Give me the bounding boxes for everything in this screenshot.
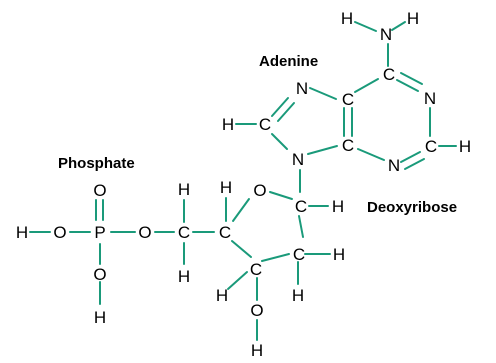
atom-h: H: [332, 197, 344, 216]
atom-h: H: [216, 286, 228, 305]
atom-h: H: [222, 115, 234, 134]
atom-c: C: [425, 137, 437, 156]
atom-n: N: [292, 150, 304, 169]
atom-n: N: [296, 79, 308, 98]
bond-c8-n9: [271, 133, 288, 150]
bond-c3p-c2p: [261, 253, 290, 262]
atom-c: C: [219, 223, 231, 242]
bond-c6-n1: [396, 79, 419, 92]
atom-o: O: [250, 301, 263, 320]
atom-labels: H N H C N N C H C C H N C N O H H O H O …: [16, 9, 471, 360]
atom-c: C: [342, 90, 354, 109]
bond-n9-c4: [307, 145, 338, 155]
bond-o-c1p: [269, 191, 293, 200]
group-labels: Adenine Phosphate Deoxyribose: [58, 53, 457, 216]
atom-o: O: [93, 181, 106, 200]
bond-c1p-c2p: [298, 215, 304, 238]
bond-n7-c8: [271, 97, 289, 117]
atom-n: N: [424, 89, 436, 108]
atom-h: H: [178, 267, 190, 286]
atom-h: H: [94, 308, 106, 327]
atom-h: H: [333, 245, 345, 264]
atom-h: H: [251, 341, 263, 360]
adenine-label: Adenine: [259, 53, 318, 70]
atom-h: H: [178, 180, 190, 199]
atom-h: H: [292, 286, 304, 305]
atom-c: C: [178, 223, 190, 242]
atom-h: H: [407, 9, 419, 28]
bonds: [29, 21, 457, 341]
atom-p: P: [94, 223, 105, 242]
atom-c: C: [295, 197, 307, 216]
deoxyribose-label: Deoxyribose: [367, 199, 457, 216]
bond-c2-n3-double: [404, 158, 425, 170]
bond-n7-c5: [309, 87, 337, 100]
bond-c4p-c3p: [231, 240, 252, 258]
bond-c5-c6: [354, 78, 379, 93]
atom-h: H: [220, 178, 232, 197]
atom-o: O: [53, 223, 66, 242]
atom-o: O: [253, 181, 266, 200]
atom-c: C: [250, 260, 262, 279]
bond-c4p-o: [232, 198, 250, 222]
atom-n: N: [388, 156, 400, 175]
bond-c2-n3: [400, 151, 421, 163]
bond-n7-c8-double: [277, 102, 295, 122]
atom-o: O: [138, 223, 151, 242]
bond-c3p-h: [227, 271, 248, 290]
bond-n3-c4: [357, 148, 385, 161]
atom-c: C: [342, 136, 354, 155]
bond-h-n-right: [391, 21, 406, 31]
atom-h: H: [341, 9, 353, 28]
atom-c: C: [293, 245, 305, 264]
atom-c: C: [383, 65, 395, 84]
atom-h: H: [459, 137, 471, 156]
bond-h-n-left: [354, 21, 377, 32]
atom-c: C: [259, 115, 271, 134]
phosphate-label: Phosphate: [58, 155, 135, 172]
atom-h: H: [16, 223, 28, 242]
atom-o: O: [93, 265, 106, 284]
bond-c6-n1-double: [400, 72, 423, 85]
atom-n: N: [380, 25, 392, 44]
